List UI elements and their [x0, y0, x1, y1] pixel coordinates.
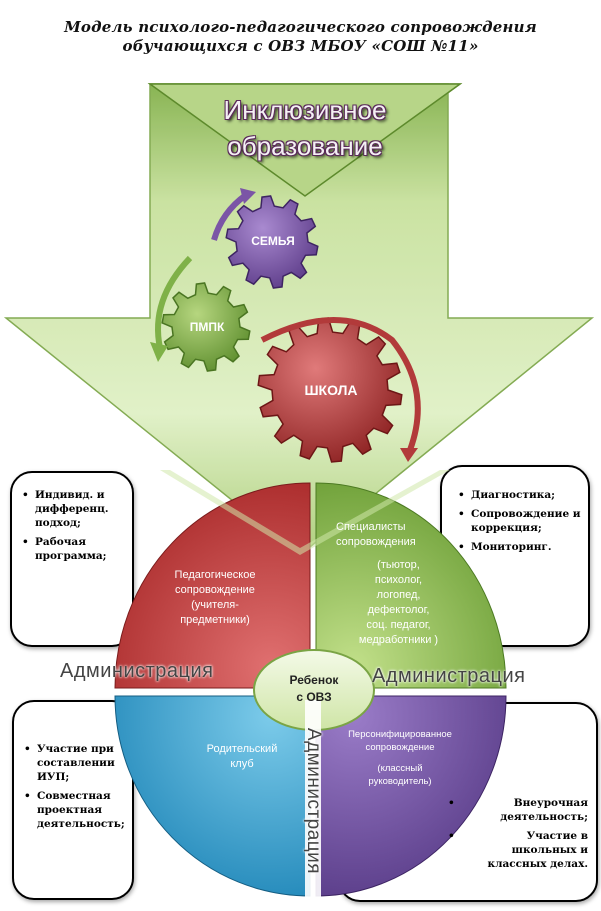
list-bottom-right: Внеурочная деятельность; Участие в школь… [448, 796, 588, 876]
list-item: Участие при составлении ИУП; [24, 742, 124, 784]
list-item: Сопровождение и коррекция; [458, 507, 584, 535]
pers-line4: (классный [377, 763, 423, 774]
school-gear-shape [257, 317, 403, 463]
pmpk-gear-shape [161, 282, 251, 372]
pmpk-gear [161, 282, 251, 372]
arrow-curve-green [155, 255, 193, 349]
center-label: Ребенок с ОВЗ [264, 672, 364, 706]
list-item: Участие в школьных и классных делах. [448, 829, 588, 871]
quadrants [114, 482, 507, 897]
quadrant-pedagogical-label: Педагогическое сопровождение (учителя- п… [150, 568, 280, 628]
administration-label-right: Администрация [372, 665, 526, 687]
arrow-label-line1: Инклюзивное [223, 95, 387, 125]
quadrant-parents [114, 695, 311, 897]
gears-group [161, 195, 403, 463]
parents-line2: клуб [230, 758, 254, 770]
spec-line3: (тьютор, [377, 559, 420, 571]
arrow-curve-purple [211, 192, 248, 241]
quadrant-specialists [315, 482, 507, 689]
pers-line1: Персонифицированное [348, 729, 452, 740]
cycle-arrows [150, 188, 421, 462]
ped-line1: Педагогическое [174, 569, 256, 581]
vertical-divider [305, 700, 321, 900]
spec-line4: психолог, [374, 574, 423, 586]
family-gear-label: СЕМЬЯ [251, 234, 295, 248]
list-item: Диагностика; [458, 488, 584, 502]
center-line2: с ОВЗ [296, 690, 332, 704]
spec-line6: дефектолог, [367, 604, 430, 616]
spec-line5: логопед, [376, 589, 421, 601]
arrow-head-green [150, 342, 168, 362]
pers-line5: руководитель) [368, 776, 432, 787]
arrow-curve-red [260, 317, 421, 452]
spec-line7: соц. педагог, [366, 619, 431, 631]
pers-line3 [330, 754, 470, 762]
arrow-head-purple [240, 188, 256, 204]
quadrant-personalized-label: Персонифицированное сопровождение (класс… [330, 728, 470, 788]
school-gear [257, 317, 403, 463]
administration-label-vertical: Администрация [303, 727, 324, 875]
list-item: Мониторинг. [458, 540, 584, 554]
quadrant-pedagogical [114, 482, 311, 689]
parents-line1: Родительский [206, 743, 278, 755]
list-item: Совместная проектная деятельность; [24, 789, 125, 831]
arrow-label-line2: образование [227, 131, 383, 161]
spec-line2: сопровождения [336, 536, 416, 548]
pmpk-gear-label: ПМПК [189, 320, 225, 334]
family-gear-shape [225, 195, 319, 289]
list-top-right: Диагностика; Сопровождение и коррекция; … [458, 488, 584, 559]
spec-line1: Специалисты [336, 521, 406, 533]
quadrant-specialists-label: Специалисты сопровождения (тьютор, психо… [336, 520, 461, 648]
school-gear-label: ШКОЛА [304, 382, 358, 398]
inclusive-education-arrow [3, 83, 595, 556]
list-top-left: Индивид. и дифференц. подход; Рабочая пр… [22, 488, 127, 568]
center-line1: Ребенок [289, 673, 339, 687]
list-item: Индивид. и дифференц. подход; [22, 488, 127, 530]
inclusive-education-label: Инклюзивное образование [150, 92, 460, 164]
page-title-line2: обучающихся с ОВЗ МБОУ «СОШ №11» [122, 37, 479, 55]
ped-line3: (учителя- [191, 599, 239, 611]
list-item: Рабочая программа; [22, 535, 127, 563]
family-gear [225, 195, 319, 289]
administration-label-left: Администрация [60, 660, 214, 682]
spec-line8: медработники ) [358, 634, 439, 646]
list-item: Внеурочная деятельность; [448, 796, 588, 824]
ped-line2: сопровождение [175, 584, 255, 596]
list-bottom-left: Участие при составлении ИУП; Совместная … [24, 742, 125, 836]
page-title-line1: Модель психолого-педагогического сопрово… [64, 18, 537, 36]
pers-line2: сопровождение [365, 742, 435, 753]
ped-line4: предметники) [180, 614, 250, 626]
arrow-head-red [400, 448, 418, 462]
quadrant-parents-label: Родительский клуб [192, 742, 292, 772]
